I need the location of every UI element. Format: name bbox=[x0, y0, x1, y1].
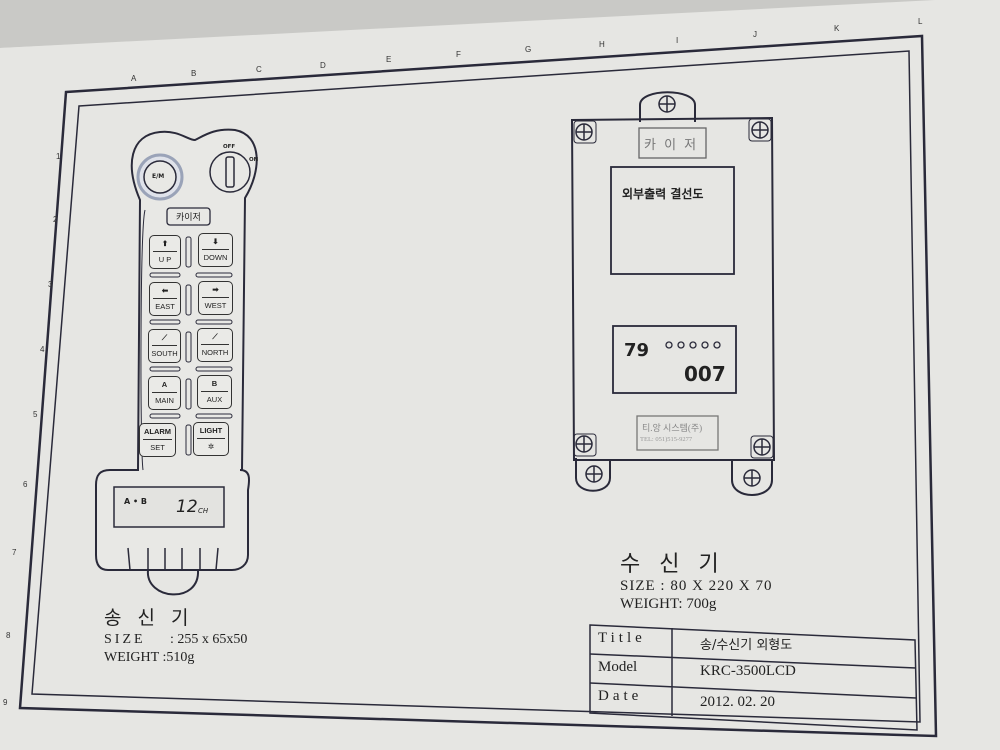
date-value: 2012. 02. 20 bbox=[700, 694, 775, 710]
estop-label: E/M bbox=[152, 173, 165, 180]
column-label: I bbox=[676, 36, 679, 45]
column-label: J bbox=[753, 30, 757, 39]
screw-hole-icons bbox=[573, 95, 774, 487]
west-button[interactable]: ➡WEST bbox=[198, 281, 233, 315]
display-top-value: 79 bbox=[624, 340, 650, 361]
up-button[interactable]: ⬆U P bbox=[149, 235, 181, 269]
maker-tel: TEL: 051)515-9277 bbox=[640, 436, 693, 443]
transmitter-size-label: SIZE bbox=[104, 632, 146, 647]
receiver-display bbox=[612, 325, 737, 394]
column-label: C bbox=[256, 65, 262, 74]
south-button[interactable]: ⟋SOUTH bbox=[148, 329, 181, 363]
transmitter-weight: WEIGHT :510g bbox=[104, 650, 195, 665]
lcd-ab-indicator: A • B bbox=[124, 497, 147, 506]
transmitter-name: 송 신 기 bbox=[104, 607, 194, 629]
key-on-label: ON bbox=[249, 157, 259, 163]
column-label: D bbox=[320, 61, 326, 70]
model-value: KRC-3500LCD bbox=[700, 663, 796, 679]
led-separators bbox=[149, 236, 233, 456]
receiver-name: 수 신 기 bbox=[620, 552, 725, 577]
receiver-brand-plate bbox=[638, 127, 707, 159]
row-label: 9 bbox=[3, 698, 8, 707]
receiver-bottom-left-tab bbox=[575, 458, 611, 492]
row-label: 1 bbox=[56, 152, 61, 161]
inner-border bbox=[31, 50, 921, 723]
key-off-label: OFF bbox=[223, 144, 236, 150]
east-button[interactable]: ⬅EAST bbox=[149, 282, 181, 316]
north-button[interactable]: ⟋NORTH bbox=[197, 328, 233, 362]
wiring-diagram-title: 외부출력 결선도 bbox=[622, 187, 704, 201]
display-bottom-value: 007 bbox=[684, 362, 726, 386]
transmitter-size-value: : 255 x 65x50 bbox=[170, 632, 248, 647]
row-label: 6 bbox=[23, 480, 28, 489]
lcd-channel-unit: CH bbox=[198, 507, 209, 515]
row-label: 4 bbox=[40, 345, 45, 354]
column-label: G bbox=[525, 45, 532, 54]
maker-name: 티.앙 시스템(주) bbox=[642, 423, 703, 433]
outer-border bbox=[18, 34, 938, 738]
title-value: 송/수신기 외형도 bbox=[700, 638, 793, 653]
column-label: A bbox=[131, 74, 137, 83]
strap-loop bbox=[146, 569, 200, 596]
row-label: 3 bbox=[48, 280, 53, 289]
column-label: H bbox=[599, 40, 605, 49]
row-label: 2 bbox=[53, 215, 58, 224]
down-button[interactable]: ⬇DOWN bbox=[198, 233, 233, 267]
row-label: 5 bbox=[33, 410, 38, 419]
wiring-diagram-box bbox=[610, 166, 735, 275]
column-label: K bbox=[834, 24, 840, 33]
receiver-brand-label: 카 이 저 bbox=[644, 138, 699, 153]
title-label: Title bbox=[598, 630, 646, 646]
lcd-screen bbox=[113, 486, 225, 528]
estop-button[interactable] bbox=[143, 160, 177, 194]
column-label: L bbox=[918, 17, 923, 26]
receiver-weight: WEIGHT: 700g bbox=[620, 596, 717, 612]
title-block-grid bbox=[589, 624, 918, 731]
row-label: 7 bbox=[12, 548, 17, 557]
light-button[interactable]: LIGHT✲ bbox=[193, 422, 229, 456]
transmitter-brand-label: 카이저 bbox=[176, 213, 201, 223]
column-label: F bbox=[456, 50, 461, 59]
column-label: B bbox=[191, 69, 197, 78]
transmitter-brand-plate bbox=[166, 207, 211, 226]
date-label: Date bbox=[598, 688, 643, 704]
maker-label-plate bbox=[636, 415, 719, 451]
column-label: E bbox=[386, 55, 392, 64]
row-label: 8 bbox=[6, 631, 11, 640]
bottom-grip-ribs bbox=[127, 547, 219, 571]
receiver-size: SIZE : 80 X 220 X 70 bbox=[620, 578, 773, 594]
lcd-channel-value: 12 bbox=[176, 497, 198, 517]
indicator-leds bbox=[665, 341, 721, 349]
key-slot-icon bbox=[225, 156, 235, 188]
receiver-outline bbox=[570, 116, 776, 461]
receiver-bottom-right-tab bbox=[731, 460, 773, 496]
model-label: Model bbox=[598, 659, 638, 675]
key-switch[interactable] bbox=[209, 151, 251, 193]
